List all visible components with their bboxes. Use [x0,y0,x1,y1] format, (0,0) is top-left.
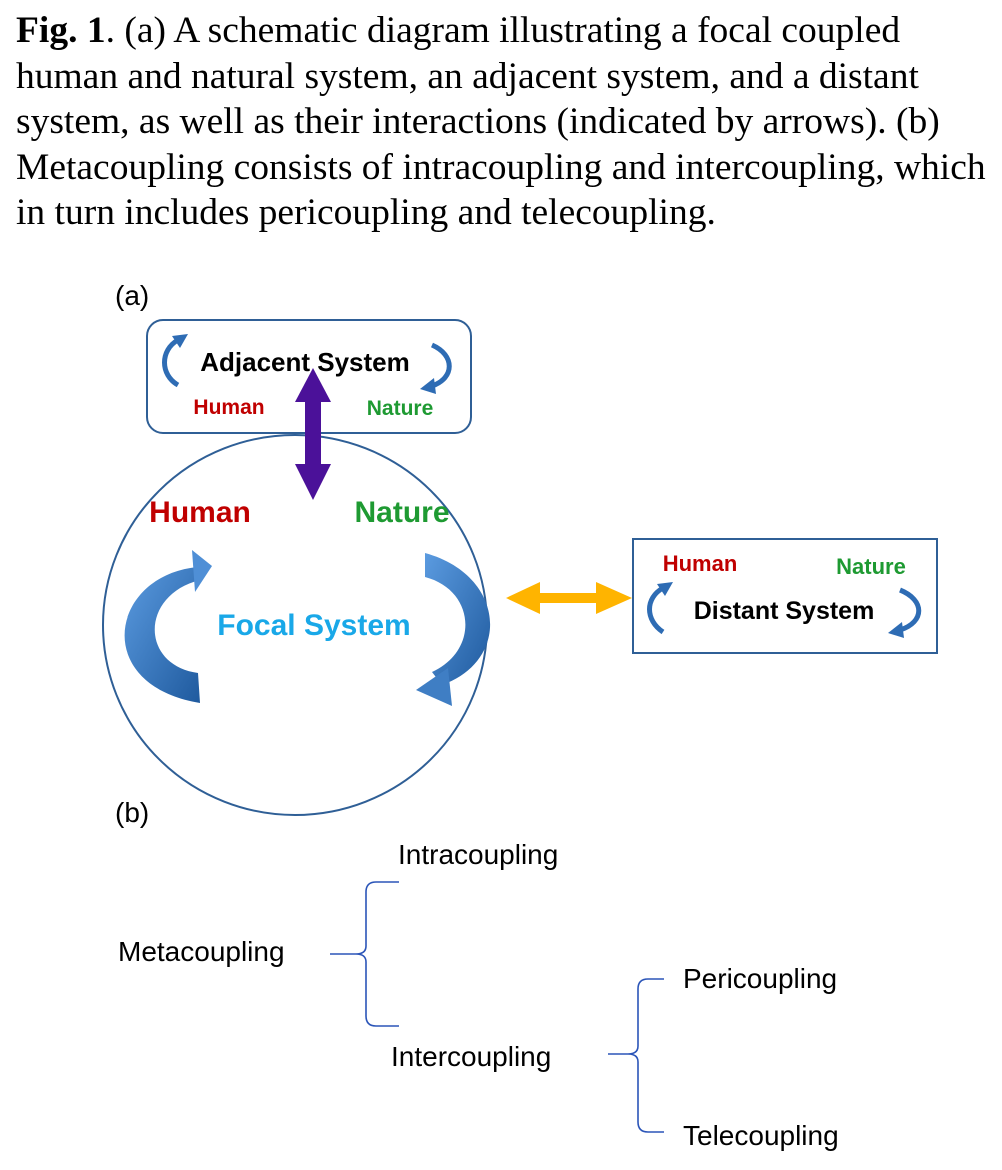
adjacent-human-label: Human [193,396,264,419]
adjacent-cycle-arrow-left-icon [162,334,188,388]
distant-nature-label: Nature [836,554,906,579]
metacoupling-label: Metacoupling [118,936,285,967]
focal-cycle-arrow-left-icon [124,550,212,703]
panel-b-label: (b) [115,797,149,828]
panel-a: (a) [102,280,938,816]
focal-cycle-arrow-right-icon [416,553,491,706]
intercoupling-label: Intercoupling [391,1041,551,1072]
distant-system-title: Distant System [694,597,875,625]
focal-nature-label: Nature [354,496,449,529]
distant-cycle-arrow-right-icon [888,587,922,638]
telecoupling-label: Telecoupling [683,1120,839,1151]
adjacent-cycle-arrow-right-icon [420,342,452,394]
panel-b: (b) Metacoupling Intracoupling Intercoup… [115,797,839,1151]
distant-system-box [632,538,938,654]
adjacent-focal-link-arrow-icon [295,368,331,500]
adjacent-nature-label: Nature [367,397,434,420]
caption-text: . (a) A schematic diagram illustrating a… [16,10,986,233]
focal-system-title: Focal System [217,609,410,642]
figure-label: Fig. 1 [16,10,106,51]
intracoupling-label: Intracoupling [398,839,558,870]
focal-human-label: Human [149,496,251,529]
focal-distant-link-arrow-icon [506,582,632,614]
pericoupling-label: Pericoupling [683,963,837,994]
intercoupling-bracket [608,978,664,1133]
adjacent-system-title: Adjacent System [200,347,410,377]
metacoupling-bracket [330,881,399,1027]
distant-cycle-arrow-left-icon [647,582,673,635]
panel-a-label: (a) [115,280,149,311]
distant-human-label: Human [663,551,738,576]
figure-caption: Fig. 1. (a) A schematic diagram illustra… [16,8,991,236]
